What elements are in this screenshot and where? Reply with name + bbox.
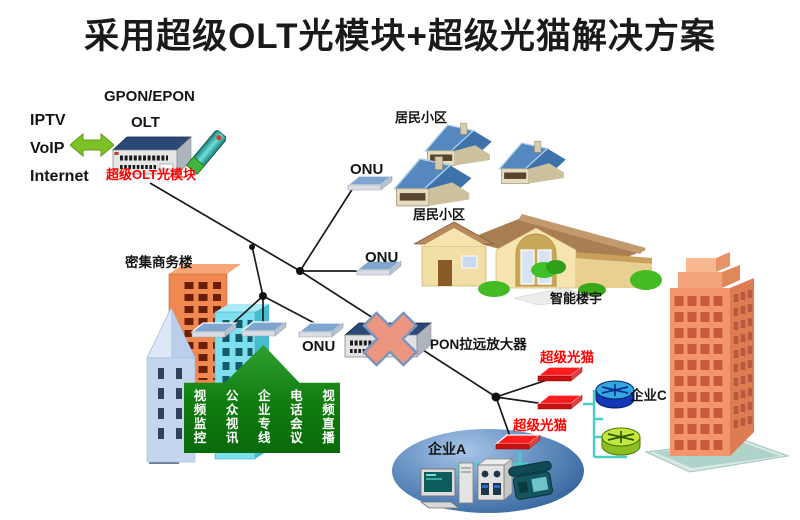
page-title: 采用超级OLT光模块+超级光猫解决方案	[84, 17, 716, 56]
service-internet-label: Internet	[30, 168, 89, 185]
business-buildings-label: 密集商务楼	[125, 255, 193, 270]
x-mark-icon	[362, 311, 418, 367]
super-modem-icon	[536, 366, 584, 382]
olt-label: OLT	[131, 114, 160, 131]
super-modem-upper-label: 超级光猫	[540, 350, 594, 365]
desktop-computer-icon	[419, 462, 474, 509]
enterprise-c-label: 企业C	[630, 388, 667, 403]
super-modem-icon	[536, 394, 584, 410]
residential-villa-label: 居民小区	[413, 207, 466, 222]
service-iptv-label: IPTV	[30, 112, 66, 129]
smart-building-label: 智能楼宇	[550, 291, 603, 306]
super-modem-icon	[494, 434, 542, 450]
double-arrow-icon	[70, 132, 114, 158]
arrow-service-5: 视频直播	[320, 389, 334, 445]
gpon-epon-label: GPON/EPON	[104, 88, 195, 105]
super-olt-module-label: 超级OLT光模块	[106, 167, 197, 182]
shrub-icon	[531, 260, 566, 278]
residential-top-label: 居民小区	[395, 110, 448, 125]
arrow-service-3: 企业专线	[255, 389, 270, 445]
arrow-service-4: 电话会议	[287, 389, 302, 445]
router-green-icon	[601, 427, 641, 456]
onu-device-icon	[190, 322, 238, 338]
onu-business-label: ONU	[302, 338, 336, 355]
arrow-service-2: 公众视讯	[223, 389, 238, 445]
blue-houses-icon	[392, 122, 566, 207]
skyscraper-icon	[644, 252, 790, 473]
services-arrow-text: 视频监控 公众视讯 企业专线 电话会议 视频直播	[191, 389, 335, 449]
onu-device-icon	[240, 321, 288, 337]
onu-device-icon	[297, 322, 345, 338]
telephone-icon	[508, 461, 554, 500]
onu-villa-label: ONU	[365, 249, 399, 266]
super-modem-lower-label: 超级光猫	[513, 418, 567, 433]
pon-amplifier-label: PON拉远放大器	[430, 337, 527, 352]
service-voip-label: VoIP	[30, 140, 65, 157]
enterprise-a-label: 企业A	[428, 441, 467, 457]
sfp-module-icon	[186, 130, 226, 175]
olt-switch-icon	[111, 136, 193, 175]
onu-top-label: ONU	[350, 161, 384, 178]
arrow-service-1: 视频监控	[191, 389, 206, 445]
